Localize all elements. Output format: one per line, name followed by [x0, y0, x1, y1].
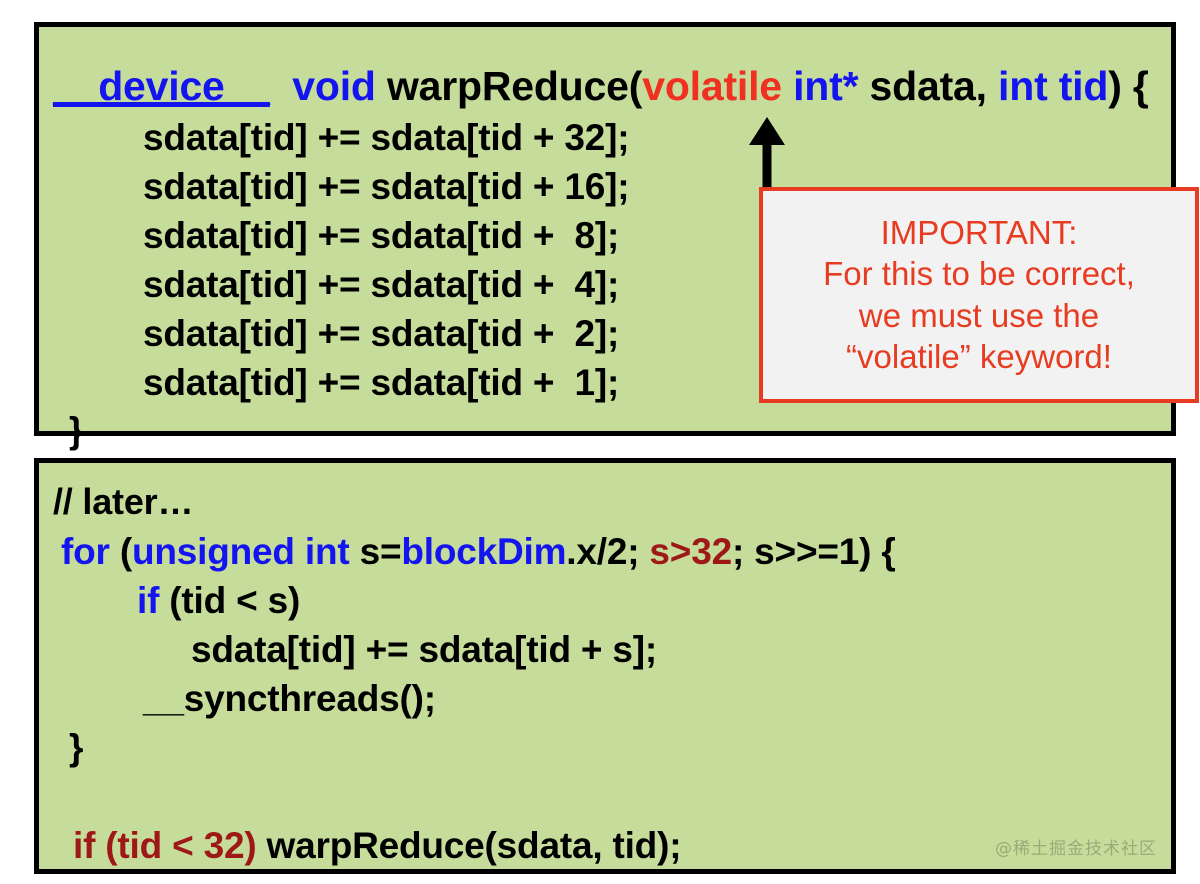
token-function-name: warpReduce: [386, 63, 629, 109]
code-line-syncthreads: __syncthreads();: [143, 678, 436, 719]
code-panel-reduction-loop: // later… for (unsigned int s=blockDim.x…: [34, 458, 1176, 874]
token-int-pointer: int*: [793, 63, 859, 109]
callout-line-second: For this to be correct,: [823, 255, 1135, 293]
token-space-1: [270, 63, 292, 109]
code-panel-warp-reduce: __device__ void warpReduce(volatile int*…: [34, 22, 1199, 451]
token-void-keyword: void: [292, 63, 376, 109]
token-for-tail: ; s>>=1) {: [731, 531, 896, 572]
token-final-call: warpReduce(sdata, tid);: [256, 825, 682, 866]
code-line-closing-brace: }: [69, 410, 84, 451]
token-var-assign: s=: [349, 531, 402, 572]
token-device-keyword: __device__: [53, 63, 270, 109]
token-unsigned-int: unsigned int: [131, 531, 350, 572]
token-blockdim: blockDim: [401, 531, 567, 572]
token-final-condition: if (tid < 32): [73, 825, 257, 866]
token-for-open-paren: (: [119, 531, 132, 572]
callout-line-title: IMPORTANT:: [880, 214, 1078, 251]
token-loop-condition: s>32: [649, 531, 732, 572]
token-int-tid: int tid: [998, 63, 1109, 109]
token-signature-close: ) {: [1108, 63, 1149, 109]
callout-line-fourth: “volatile” keyword!: [846, 337, 1112, 375]
token-param-sdata: sdata,: [858, 63, 999, 109]
code-line-comment-later: // later…: [53, 481, 194, 522]
token-if-keyword: if: [137, 580, 160, 621]
code-line-final-warp-call: if (tid < 32) warpReduce(sdata, tid);: [73, 825, 682, 867]
token-if-condition: (tid < s): [159, 580, 301, 621]
up-arrow-icon: [749, 117, 785, 193]
token-space-2: [376, 63, 387, 109]
token-dot-x-half: .x/2;: [566, 531, 650, 572]
token-volatile-keyword: volatile: [642, 63, 782, 109]
code-line-unroll-4: sdata[tid] += sdata[tid + 4];: [143, 264, 620, 305]
code-line-unroll-32: sdata[tid] += sdata[tid + 32];: [143, 117, 630, 158]
code-line-for-loop: for (unsigned int s=blockDim.x/2; s>32; …: [61, 531, 896, 573]
token-for-keyword: for: [61, 531, 110, 572]
token-space-3: [782, 63, 793, 109]
code-line-sdata-accumulate: sdata[tid] += sdata[tid + s];: [191, 629, 658, 670]
code-line-unroll-16: sdata[tid] += sdata[tid + 16];: [143, 166, 630, 207]
code-line-if-tid-less-s: if (tid < s): [137, 580, 300, 622]
code-line-for-closing-brace: }: [69, 727, 84, 768]
code-line-function-signature: __device__ void warpReduce(volatile int*…: [53, 63, 1149, 110]
code-line-unroll-2: sdata[tid] += sdata[tid + 2];: [143, 313, 620, 354]
callout-line-third: we must use the: [858, 296, 1100, 334]
watermark-text: @稀土掘金技术社区: [995, 839, 1157, 859]
code-line-unroll-8: sdata[tid] += sdata[tid + 8];: [143, 215, 620, 256]
important-callout-box: IMPORTANT: For this to be correct, we mu…: [759, 187, 1199, 403]
token-for-space: [110, 531, 120, 572]
token-open-paren: (: [628, 63, 643, 109]
code-line-unroll-1: sdata[tid] += sdata[tid + 1];: [143, 362, 620, 403]
